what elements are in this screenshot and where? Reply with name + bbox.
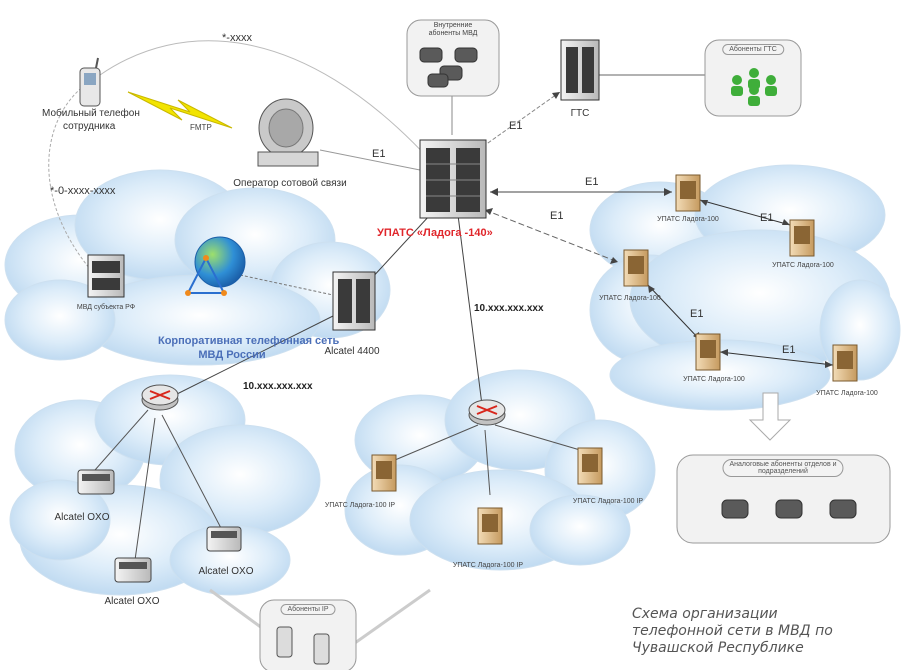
phone-icon xyxy=(721,499,857,519)
connection-lines xyxy=(48,40,834,652)
ladoga-100-icon xyxy=(832,344,858,382)
wireless-link-icon xyxy=(127,91,233,129)
alcatel-4400-server-icon xyxy=(332,271,376,331)
users-group-icon xyxy=(731,68,777,106)
e1-bottom-label: E1 xyxy=(782,344,796,356)
globe-icon xyxy=(185,236,246,296)
internal-subscribers-label-1: Внутренние xyxy=(433,22,473,29)
long-code-label: *-0-xxxx-xxxx xyxy=(50,185,116,197)
analog-subscribers-label-1: Аналоговые абоненты отделов и xyxy=(729,461,837,468)
gts-server-icon xyxy=(560,39,600,101)
ladoga-100-icon xyxy=(623,249,649,287)
caption-line-3: Чувашской Республике xyxy=(632,640,804,656)
alcatel-oxo-label-1: Alcatel OXO xyxy=(54,512,110,523)
ladoga-100-ip-icon xyxy=(371,454,397,492)
mobile-phone-icon xyxy=(79,57,101,107)
e1-operator-label: E1 xyxy=(372,148,386,160)
alcatel-oxo-icon xyxy=(77,469,115,495)
fmtp-label: FMTP xyxy=(190,123,212,132)
mvd-subject-server-icon xyxy=(87,254,125,298)
analog-subscribers-label-2: подразделений xyxy=(758,468,808,475)
satellite-dish-icon xyxy=(257,98,319,167)
analog-subscribers-box xyxy=(676,454,891,544)
ip-subscribers-box xyxy=(259,599,357,670)
down-arrow-icon xyxy=(748,392,792,441)
alcatel-oxo-icon xyxy=(114,557,152,583)
ladoga-100-icon xyxy=(695,333,721,371)
short-code-label: *-xxxx xyxy=(222,32,252,44)
mobile-phone-label-1: Мобильный телефон xyxy=(42,108,140,119)
ip-address-alcatel-label: 10.xxx.xxx.xxx xyxy=(243,381,313,392)
ladoga-100-label-right: УПАТС Ладога-100 xyxy=(772,262,834,269)
ladoga-100-label-top: УПАТС Ладога-100 xyxy=(657,216,719,223)
router-icon xyxy=(468,399,506,426)
e1-top-label: E1 xyxy=(585,176,599,188)
alcatel-oxo-label-2: Alcatel OXO xyxy=(198,566,254,577)
e1-left-label: E1 xyxy=(550,210,564,222)
e1-gts-label: E1 xyxy=(509,120,523,132)
cloud-ladoga-100 xyxy=(589,164,901,411)
ip-subscribers-label: Абоненты IP xyxy=(280,604,336,615)
ladoga-100-ip-label-right: УПАТС Ладога-100 IP xyxy=(572,498,644,505)
ladoga-100-label-left: УПАТС Ладога-100 xyxy=(599,295,661,302)
mobile-operator-label: Оператор сотовой связи xyxy=(233,178,347,189)
gts-label: ГТС xyxy=(570,108,590,119)
caption-line-2: телефонной сети в МВД по xyxy=(632,623,833,639)
mvd-subject-label: МВД субъекта РФ xyxy=(76,304,136,311)
e1-vertical-label: E1 xyxy=(690,308,704,320)
internal-subscribers-box xyxy=(406,19,500,97)
ladoga-100-ip-label-bottom: УПАТС Ладога-100 IP xyxy=(452,562,524,569)
analog-subscribers-label: Аналоговые абоненты отделов и подразделе… xyxy=(722,459,844,477)
caption-line-1: Схема организации xyxy=(632,606,778,622)
ladoga-100-ip-label-left: УПАТС Ладога-100 IP xyxy=(324,502,396,509)
ip-phone-icon xyxy=(276,626,330,665)
gts-subscribers-box xyxy=(704,39,802,117)
ladoga-100-icon xyxy=(675,174,701,212)
phone-icon xyxy=(419,47,478,88)
alcatel-4400-label: Alcatel 4400 xyxy=(324,346,380,357)
hub-server-icon xyxy=(419,139,487,219)
ladoga-100-label-center: УПАТС Ладога-100 xyxy=(683,376,745,383)
corp-network-label-2: МВД России xyxy=(198,349,266,361)
alcatel-oxo-label-3: Alcatel OXO xyxy=(104,596,160,607)
mobile-phone-label-2: сотрудника xyxy=(63,121,116,132)
ladoga-100-icon xyxy=(789,219,815,257)
e1-right-label: E1 xyxy=(760,212,774,224)
alcatel-oxo-icon xyxy=(206,526,242,552)
gts-subscribers-label: Абоненты ГТС xyxy=(722,44,784,55)
router-icon xyxy=(141,384,179,411)
corp-network-label-1: Корпоративная телефонная сеть xyxy=(158,335,340,347)
ip-address-hub-label: 10.xxx.xxx.xxx xyxy=(474,303,544,314)
ladoga-100-ip-icon xyxy=(577,447,603,485)
internal-subscribers-label-2: абоненты МВД xyxy=(428,30,478,37)
hub-label: УПАТС «Ладога -140» xyxy=(377,227,493,239)
ladoga-100-label-bottom-right: УПАТС Ладога-100 xyxy=(816,390,878,397)
ladoga-100-ip-icon xyxy=(477,507,503,545)
diagram-caption: Схема организации телефонной сети в МВД … xyxy=(632,606,904,657)
